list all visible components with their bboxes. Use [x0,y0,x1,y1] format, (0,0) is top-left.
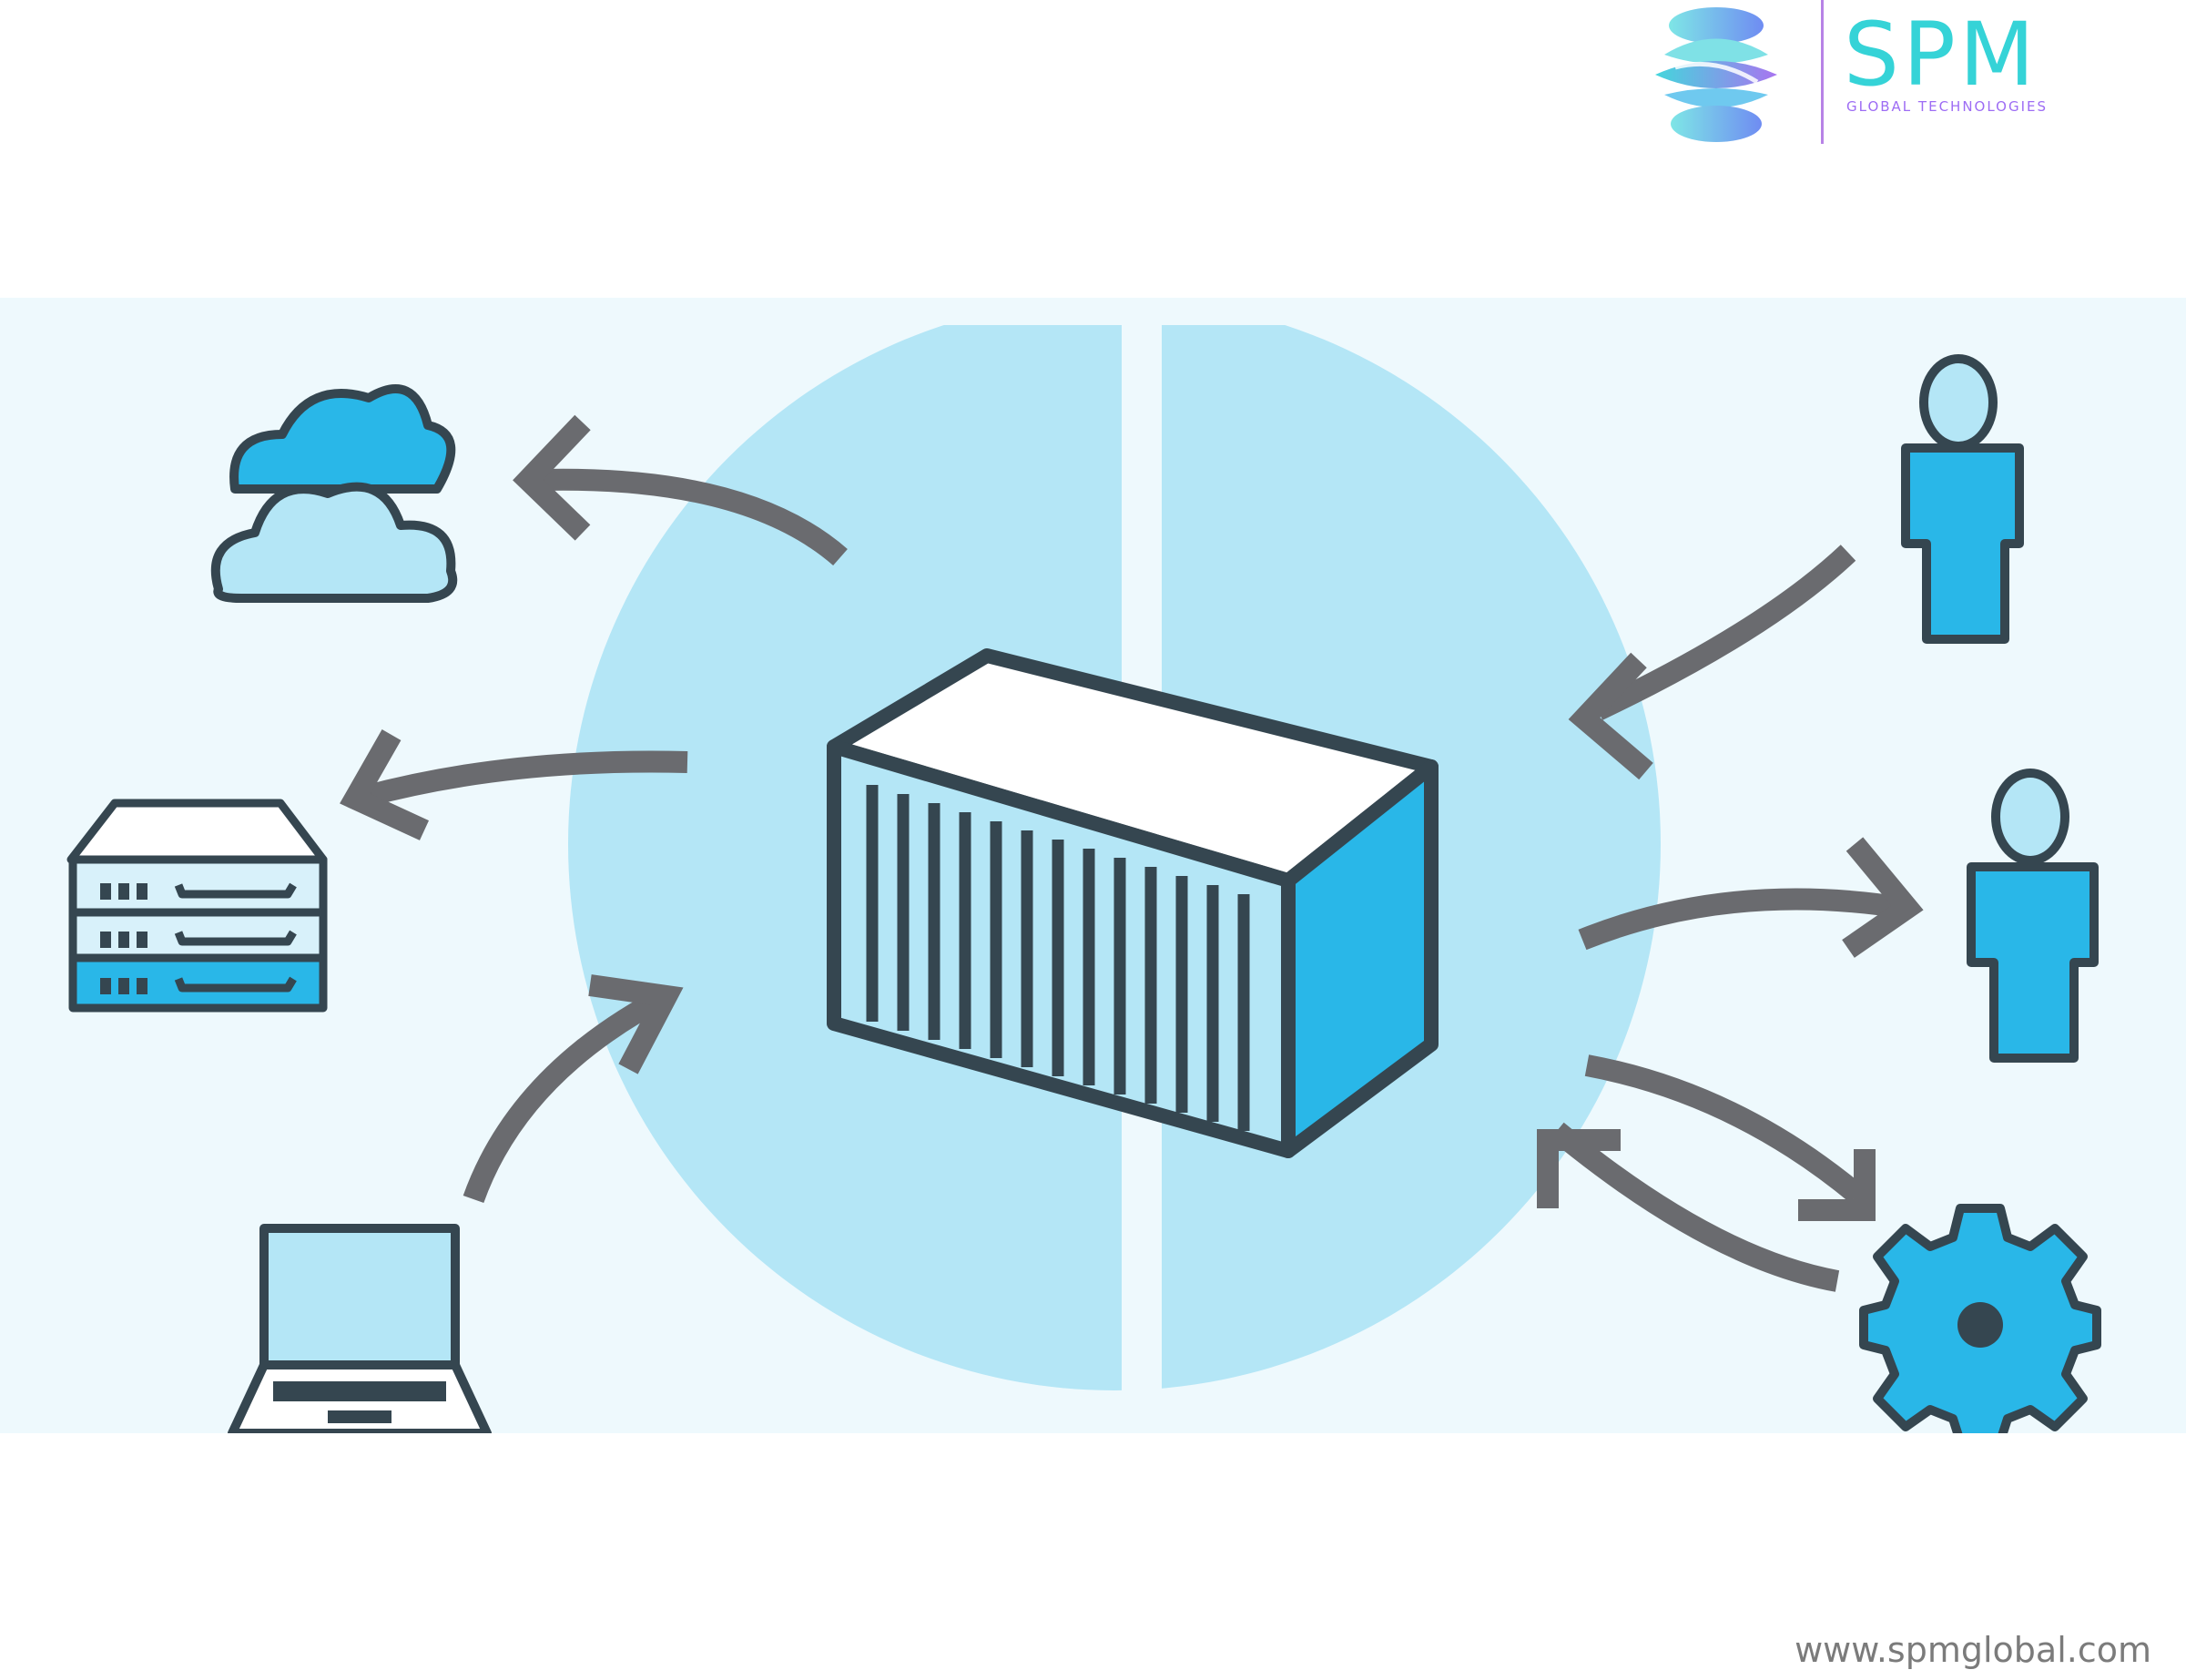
arrow-container-to-server [340,729,688,840]
diagram-canvas [66,325,2101,1433]
logo: SPM GLOBAL TECHNOLOGIES [1648,0,2158,155]
arrow-container-to-person [1578,837,1924,958]
arrow-container-to-gear [1584,1054,1876,1221]
arrows [340,414,1924,1292]
person-icon-middle [1967,769,2099,1063]
shipping-container-icon [827,648,1439,1158]
spm-globe-logo-icon [1655,7,1777,142]
server-rack-icon [66,799,328,1013]
logo-subtitle: GLOBAL TECHNOLOGIES [1846,98,2049,115]
gear-icon [1859,1204,2101,1433]
logo-title: SPM [1844,4,2039,106]
arrow-container-to-cloud [513,414,848,566]
logo-divider [1821,0,1824,144]
laptop-icon [228,1224,492,1433]
person-icon-top [1901,354,2024,644]
cloud-icon [210,384,458,603]
arrow-person-to-container [1568,545,1856,780]
container-diagram [0,298,2186,1433]
arrow-gear-to-container [1537,1122,1840,1292]
arrow-laptop-to-container [463,974,684,1204]
website-url[interactable]: www.spmglobal.com [1795,1630,2151,1670]
